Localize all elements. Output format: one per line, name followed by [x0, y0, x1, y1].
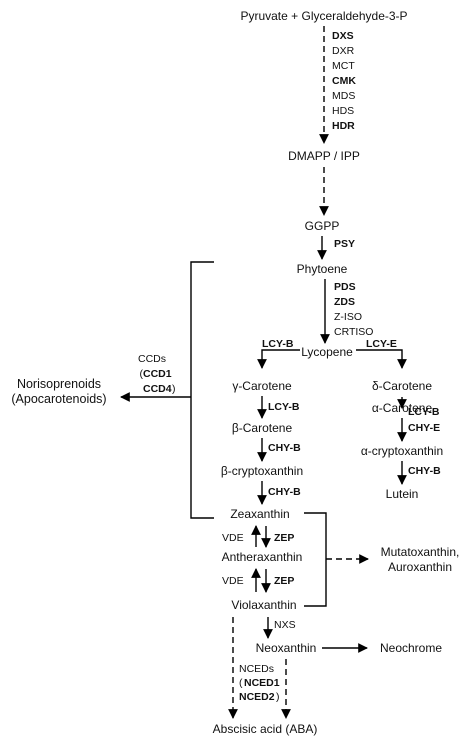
enzyme-ccd4: CCD4	[143, 383, 172, 395]
enzyme-chy-e: CHY-E	[408, 422, 440, 434]
compound-zeaxanthin: Zeaxanthin	[230, 507, 289, 521]
compound-neochrome: Neochrome	[380, 641, 442, 655]
enzyme-lcy-b-delta: LCY-B	[408, 406, 440, 418]
nced2-close-paren: )	[276, 691, 280, 703]
enzyme-zep-1: ZEP	[274, 532, 294, 544]
enzyme-dxs: DXS	[332, 30, 354, 42]
compound-neoxanthin: Neoxanthin	[256, 641, 317, 655]
bracket-ccd-substrates	[190, 261, 214, 519]
enzyme-nceds: NCEDs	[239, 663, 274, 675]
compound-norisoprenoids: Norisoprenoids	[17, 377, 101, 391]
compound-beta-cryptoxanthin: β-cryptoxanthin	[221, 464, 303, 478]
arrow-lycopene-to-delta-carotene	[356, 349, 407, 369]
nced1-open-paren: (	[239, 677, 243, 689]
enzyme-chy-b-alpha: CHY-B	[408, 465, 441, 477]
compound-mutatoxanthin: Mutatoxanthin,	[381, 545, 460, 559]
compound-pyruvate-g3p: Pyruvate + Glyceraldehyde-3-P	[240, 9, 407, 23]
enzyme-z-iso: Z-ISO	[334, 311, 362, 323]
ccd1-open-paren: (	[140, 368, 144, 380]
enzyme-hdr: HDR	[332, 120, 355, 132]
compound-alpha-cryptoxanthin: α-cryptoxanthin	[361, 444, 443, 458]
enzyme-hds: HDS	[332, 105, 354, 117]
enzyme-lcy-e-lycopene: LCY-E	[366, 338, 397, 350]
enzyme-pds: PDS	[334, 281, 356, 293]
ccd4-close-paren: )	[172, 383, 176, 395]
compound-antheraxanthin: Antheraxanthin	[222, 550, 303, 564]
enzyme-ccd1: CCD1	[143, 368, 172, 380]
compound-delta-carotene: δ-Carotene	[372, 379, 432, 393]
enzyme-lcy-b-lycopene: LCY-B	[262, 338, 294, 350]
enzyme-zep-2: ZEP	[274, 575, 294, 587]
compound-gamma-carotene: γ-Carotene	[232, 379, 292, 393]
compound-auroxanthin: Auroxanthin	[388, 560, 452, 574]
compound-violaxanthin: Violaxanthin	[231, 598, 296, 612]
compound-lycopene: Lycopene	[301, 345, 353, 359]
compound-ggpp: GGPP	[305, 219, 340, 233]
compound-abscisic-acid: Abscisic acid (ABA)	[213, 722, 318, 736]
enzyme-dxr: DXR	[332, 45, 355, 57]
enzyme-crtiso: CRTISO	[334, 326, 373, 338]
enzyme-lcy-b-gamma: LCY-B	[268, 401, 300, 413]
enzyme-ccds: CCDs	[138, 353, 166, 365]
enzyme-mds: MDS	[332, 90, 355, 102]
compound-beta-carotene: β-Carotene	[232, 421, 293, 435]
compound-phytoene: Phytoene	[297, 262, 348, 276]
enzyme-zds: ZDS	[334, 296, 355, 308]
enzyme-chy-b-beta: CHY-B	[268, 442, 301, 454]
enzyme-nced1: NCED1	[244, 677, 280, 689]
compound-apocarotenoids: (Apocarotenoids)	[11, 392, 106, 406]
bracket-epoxycarotenoids	[304, 512, 327, 607]
enzyme-nxs: NXS	[274, 619, 296, 631]
enzyme-chy-b-crypto: CHY-B	[268, 486, 301, 498]
compound-dmapp-ipp: DMAPP / IPP	[288, 149, 360, 163]
enzyme-vde-1: VDE	[222, 532, 244, 544]
enzyme-cmk: CMK	[332, 75, 356, 87]
arrow-lycopene-to-gamma-carotene	[257, 349, 300, 369]
enzyme-psy: PSY	[334, 238, 355, 250]
enzyme-mct: MCT	[332, 60, 355, 72]
enzyme-vde-2: VDE	[222, 575, 244, 587]
enzyme-nced2: NCED2	[239, 691, 275, 703]
compound-lutein: Lutein	[386, 487, 419, 501]
